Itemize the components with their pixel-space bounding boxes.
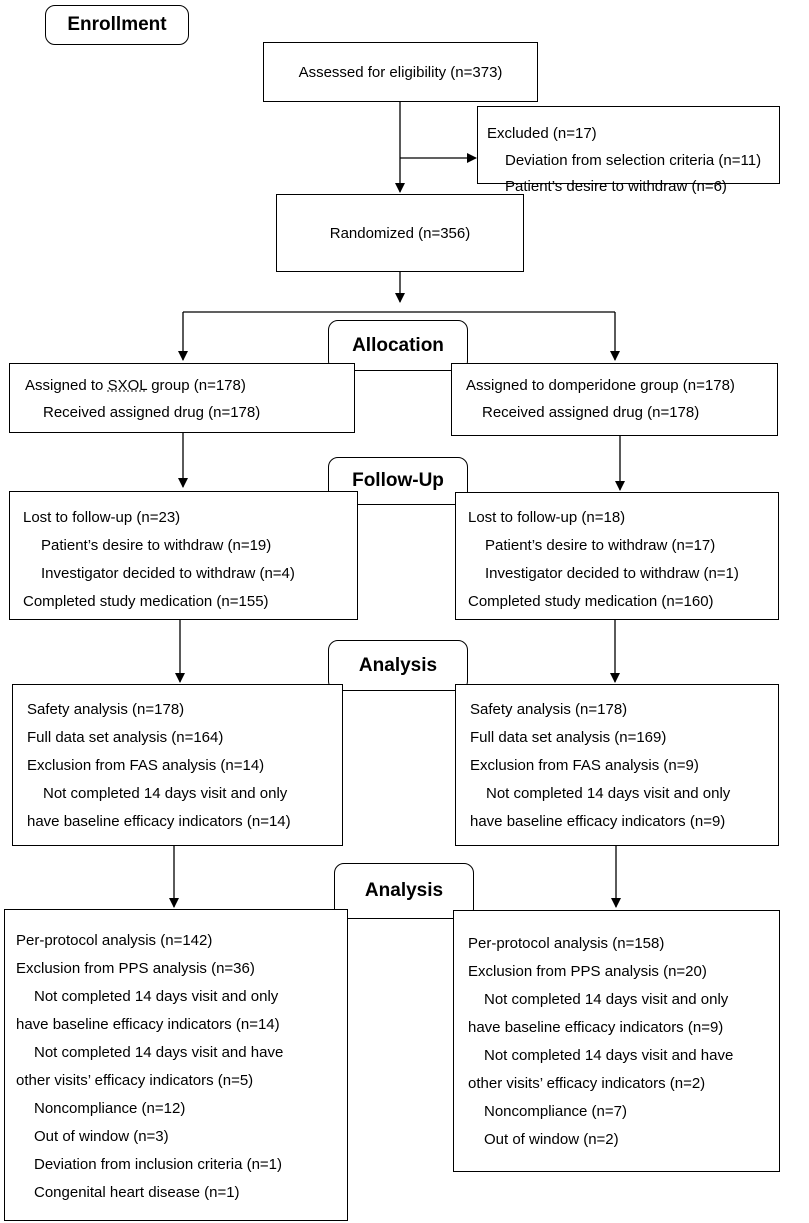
analysis1-left-box: Safety analysis (n=178) Full data set an… <box>12 684 343 846</box>
followup-left-item: Investigator decided to withdraw (n=4) <box>41 565 295 582</box>
allocation-right-received: Received assigned drug (n=178) <box>482 404 700 421</box>
analysis2-left-line: Noncompliance (n=12) <box>34 1100 186 1117</box>
allocation-left-box: Assigned to SXOL group (n=178) Received … <box>9 363 355 433</box>
randomized-text: Randomized (n=356) <box>329 224 471 242</box>
randomized-box: Randomized (n=356) <box>276 194 524 272</box>
analysis2-right-line: Not completed 14 days visit and have <box>484 1047 734 1064</box>
analysis1-right-line: Exclusion from FAS analysis (n=9) <box>470 757 699 774</box>
analysis1-right-line: Not completed 14 days visit and only <box>486 785 731 802</box>
analysis1-left-line: Safety analysis (n=178) <box>27 701 185 718</box>
followup-left-lost: Lost to follow-up (n=23) <box>23 509 181 526</box>
analysis1-left-line: Exclusion from FAS analysis (n=14) <box>27 757 265 774</box>
analysis2-right-line: Per-protocol analysis (n=158) <box>468 935 665 952</box>
analysis2-left-line: Congenital heart disease (n=1) <box>34 1184 240 1201</box>
followup-left-box: Lost to follow-up (n=23) Patient’s desir… <box>9 491 358 620</box>
analysis-label-1: Analysis <box>328 640 468 691</box>
analysis-label-2: Analysis <box>334 863 474 919</box>
analysis2-left-line: other visits’ efficacy indicators (n=5) <box>16 1072 254 1089</box>
enrollment-label: Enrollment <box>45 5 189 45</box>
analysis2-right-line: have baseline efficacy indicators (n=9) <box>468 1019 724 1036</box>
analysis1-left-line: Full data set analysis (n=164) <box>27 729 224 746</box>
followup-right-item: Patient’s desire to withdraw (n=17) <box>485 537 716 554</box>
analysis1-right-box: Safety analysis (n=178) Full data set an… <box>455 684 779 846</box>
analysis1-right-line: have baseline efficacy indicators (n=9) <box>470 813 726 830</box>
allocation-label: Allocation <box>328 320 468 371</box>
analysis2-right-line: other visits’ efficacy indicators (n=2) <box>468 1075 706 1092</box>
analysis1-left-line: Not completed 14 days visit and only <box>43 785 288 802</box>
analysis2-left-line: Exclusion from PPS analysis (n=36) <box>16 960 255 977</box>
allocation-right-title: Assigned to domperidone group (n=178) <box>466 377 735 394</box>
excluded-title: Excluded (n=17) <box>487 125 597 142</box>
analysis2-left-line: Not completed 14 days visit and have <box>34 1044 284 1061</box>
followup-left-item: Patient’s desire to withdraw (n=19) <box>41 537 272 554</box>
excluded-box: Excluded (n=17) Deviation from selection… <box>477 106 780 195</box>
analysis2-left-line: Out of window (n=3) <box>34 1128 169 1145</box>
assessed-box: Assessed for eligibility (n=373) <box>263 42 538 102</box>
allocation-left-title: Assigned to SXOL group (n=178) <box>25 377 246 394</box>
excluded-item: Patient’s desire to withdraw (n=6) <box>505 178 727 195</box>
allocation-right-box: Assigned to domperidone group (n=178) Re… <box>451 363 778 436</box>
allocation-left-received: Received assigned drug (n=178) <box>43 404 261 421</box>
analysis2-right-line: Noncompliance (n=7) <box>484 1103 627 1120</box>
analysis1-right-line: Safety analysis (n=178) <box>470 701 628 718</box>
analysis2-left-line: have baseline efficacy indicators (n=14) <box>16 1016 280 1033</box>
analysis2-right-line: Out of window (n=2) <box>484 1131 619 1148</box>
followup-right-box: Lost to follow-up (n=18) Patient’s desir… <box>455 492 779 620</box>
analysis2-right-box: Per-protocol analysis (n=158) Exclusion … <box>453 910 780 1172</box>
followup-left-completed: Completed study medication (n=155) <box>23 593 269 610</box>
followup-right-completed: Completed study medication (n=160) <box>468 593 714 610</box>
followup-right-lost: Lost to follow-up (n=18) <box>468 509 626 526</box>
assessed-text: Assessed for eligibility (n=373) <box>298 63 503 81</box>
analysis2-left-line: Deviation from inclusion criteria (n=1) <box>34 1156 283 1173</box>
analysis1-right-line: Full data set analysis (n=169) <box>470 729 667 746</box>
analysis2-left-line: Per-protocol analysis (n=142) <box>16 932 213 949</box>
analysis2-left-box: Per-protocol analysis (n=142) Exclusion … <box>4 909 348 1221</box>
analysis2-left-line: Not completed 14 days visit and only <box>34 988 279 1005</box>
analysis2-right-line: Not completed 14 days visit and only <box>484 991 729 1008</box>
excluded-item: Deviation from selection criteria (n=11) <box>505 152 762 169</box>
followup-right-item: Investigator decided to withdraw (n=1) <box>485 565 739 582</box>
analysis1-left-line: have baseline efficacy indicators (n=14) <box>27 813 291 830</box>
analysis2-right-line: Exclusion from PPS analysis (n=20) <box>468 963 707 980</box>
